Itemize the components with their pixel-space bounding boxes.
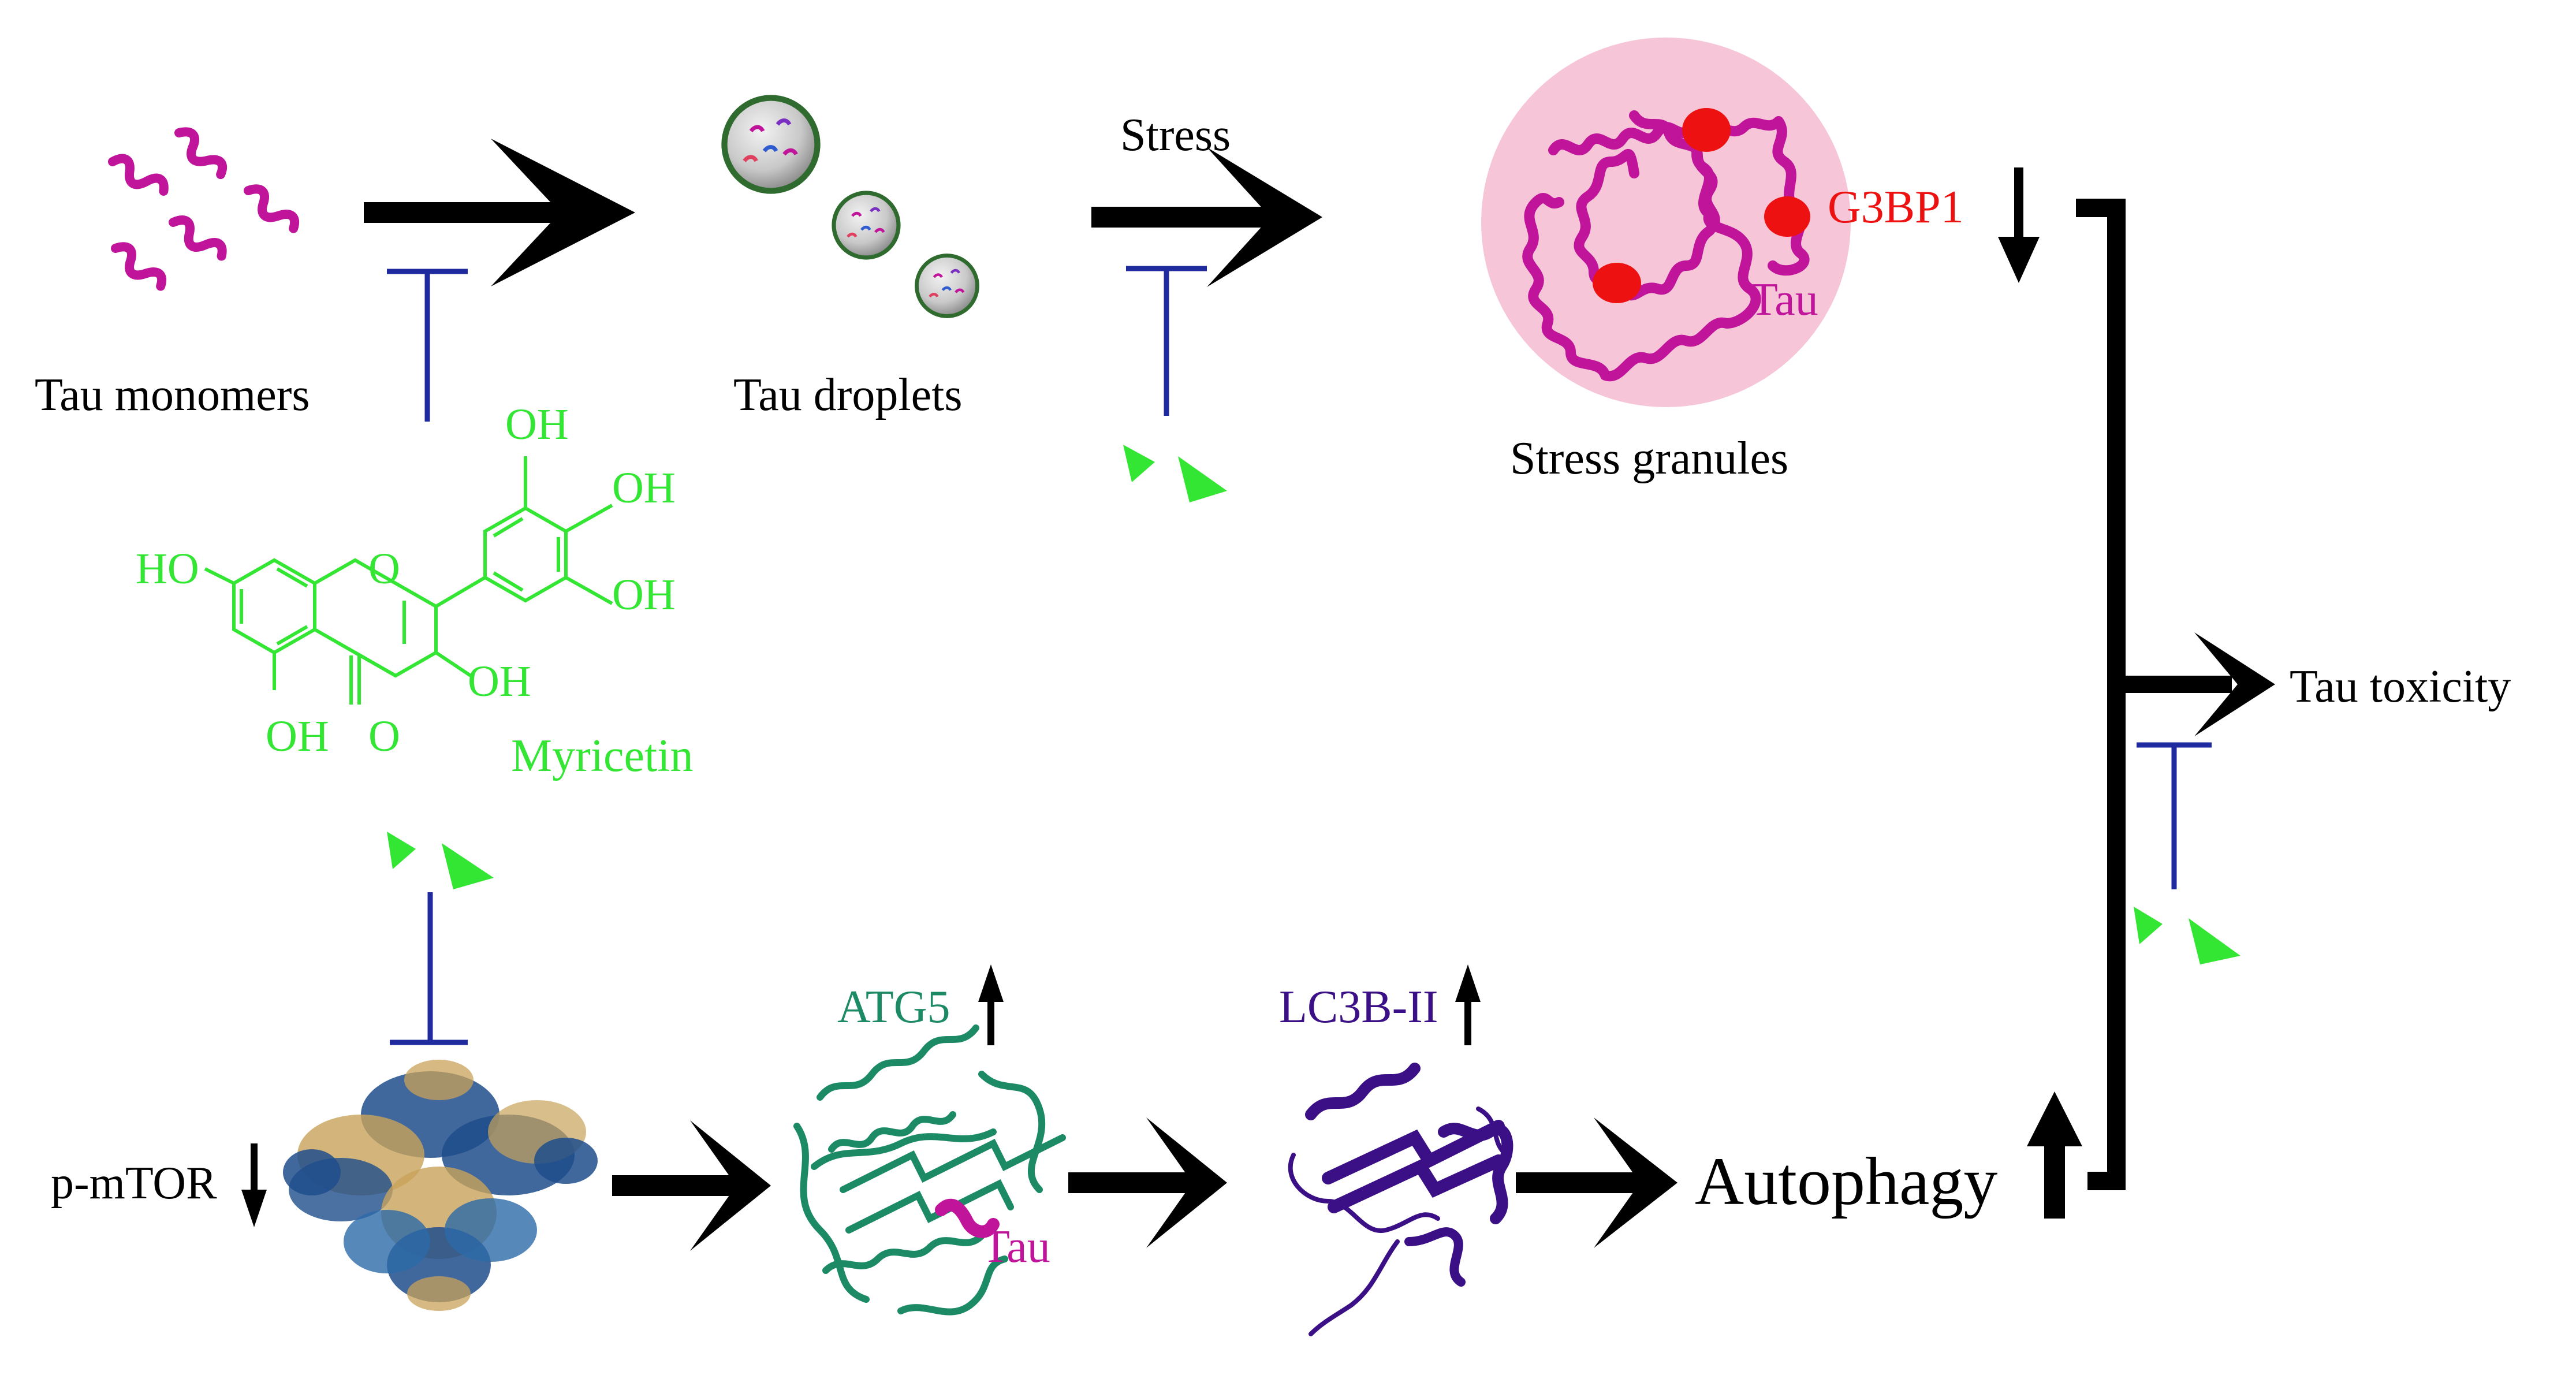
atom-ho-left: HO — [136, 545, 199, 593]
myricetin-triangles-icon — [387, 832, 494, 889]
stress-granule: Tau — [1481, 38, 1851, 407]
granule-tau-label: Tau — [1750, 274, 1818, 325]
autophagy-label: Autophagy — [1695, 1143, 1997, 1219]
atg5-protein-structure — [793, 1024, 1066, 1316]
g3bp1-label: G3BP1 — [1828, 182, 1964, 233]
lc3b-protein-structure — [1288, 1063, 1513, 1336]
myricetin-label: Myricetin — [511, 731, 693, 781]
droplet-icon — [917, 256, 978, 316]
atom-oh-c3: OH — [468, 657, 531, 706]
droplet-icon — [725, 98, 818, 191]
tau-monomer-icon — [109, 154, 168, 199]
tau-monomer-icon — [110, 242, 166, 293]
inhibition-bar-icon — [1126, 266, 1207, 416]
tau-droplets-label: Tau droplets — [733, 370, 963, 420]
atom-oh-right-upper: OH — [612, 464, 676, 512]
myricetin-triangles-icon — [2134, 907, 2241, 964]
atom-oh-top: OH — [505, 400, 569, 449]
tau-monomer-icon — [173, 126, 226, 180]
arrow-icon — [1068, 1117, 1227, 1248]
atom-oh-right-lower: OH — [612, 571, 676, 619]
g3bp1-dot — [1593, 263, 1641, 303]
tau-monomers-group — [109, 126, 299, 293]
tau-droplets-group — [725, 98, 978, 316]
tau-monomers-label: Tau monomers — [35, 370, 310, 420]
up-arrow-icon — [2027, 1091, 2082, 1219]
inhibition-bar-icon — [387, 269, 468, 422]
down-arrow-icon — [241, 1143, 267, 1227]
tau-toxicity-label: Tau toxicity — [2290, 661, 2511, 712]
up-arrow-icon — [1455, 964, 1481, 1045]
lc3b-ii-label: LC3B-II — [1279, 982, 1438, 1033]
tau-monomer-icon — [243, 184, 299, 236]
up-arrow-icon — [978, 964, 1004, 1045]
stress-granules-label: Stress granules — [1510, 433, 1788, 484]
g3bp1-dot — [1682, 108, 1731, 152]
down-arrow-icon — [1998, 167, 2040, 283]
arrow-icon — [1516, 1117, 1677, 1248]
inhibition-bar-icon — [390, 892, 468, 1045]
mtor-protein-structure — [283, 1060, 598, 1311]
arrow-icon — [364, 139, 635, 286]
atg5-tau-label: Tau — [982, 1221, 1050, 1272]
tau-monomer-icon — [168, 215, 226, 263]
granule-body — [1481, 38, 1851, 407]
inhibition-bar-icon — [2137, 742, 2212, 889]
atg5-label: ATG5 — [837, 982, 950, 1033]
arrow-icon — [612, 1120, 771, 1251]
p-mtor-label: p-mTOR — [51, 1158, 217, 1209]
atom-oh-c5: OH — [266, 712, 329, 761]
myricetin-triangles-icon — [1123, 445, 1227, 502]
convergence-bracket — [2076, 199, 2275, 1190]
tau-binding-icon — [935, 1198, 1000, 1238]
g3bp1-dot — [1764, 196, 1810, 237]
arrow-icon — [1091, 147, 1322, 287]
myricetin-structure — [204, 456, 613, 705]
atom-carbonyl-o: O — [368, 712, 400, 761]
droplet-icon — [834, 193, 899, 258]
myricetin-atom-labels: OH OH OH HO O OH OH O — [136, 400, 676, 761]
atom-ring-o: O — [368, 545, 400, 593]
